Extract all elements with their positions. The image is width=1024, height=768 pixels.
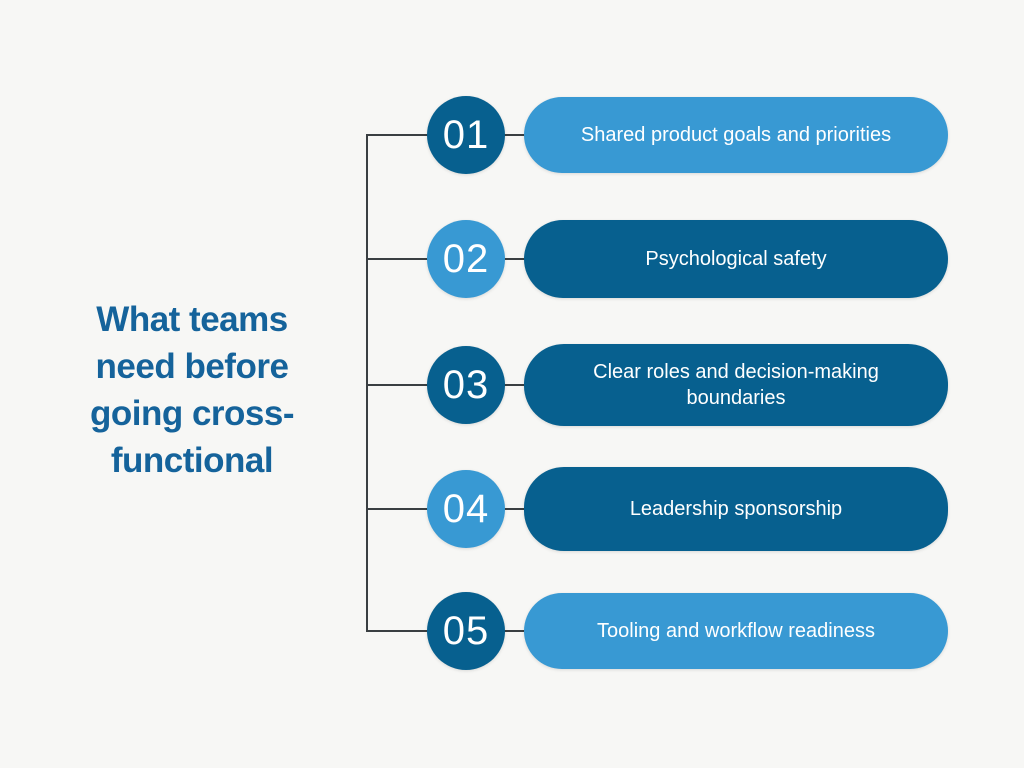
step-number: 01 [442,112,490,157]
step-number-badge: 04 [427,470,505,548]
step-label: Tooling and workflow readiness [597,620,875,642]
step-number: 05 [442,608,490,653]
step-label: Leadership sponsorship [629,498,843,520]
step-number-badge: 01 [427,96,505,174]
step-number-badge: 03 [427,346,505,424]
step-pill: Leadership sponsorship [524,467,948,551]
step-number-badge: 05 [427,592,505,670]
step-number: 04 [442,486,490,531]
step-number: 03 [442,362,490,407]
step-label: Shared product goals and priorities [580,124,892,146]
step-label: Clear roles and decision-making boundari… [593,361,879,409]
connector-vertical-line [366,134,368,632]
step-pill: Shared product goals and priorities [524,97,948,173]
step-pill: Clear roles and decision-making boundari… [524,344,948,426]
step-number-badge: 02 [427,220,505,298]
page-title: What teams need before going cross-funct… [89,300,295,480]
step-label: Psychological safety [645,248,827,270]
step-pill: Psychological safety [524,220,948,298]
step-pill: Tooling and workflow readiness [524,593,948,669]
step-number: 02 [442,236,490,281]
